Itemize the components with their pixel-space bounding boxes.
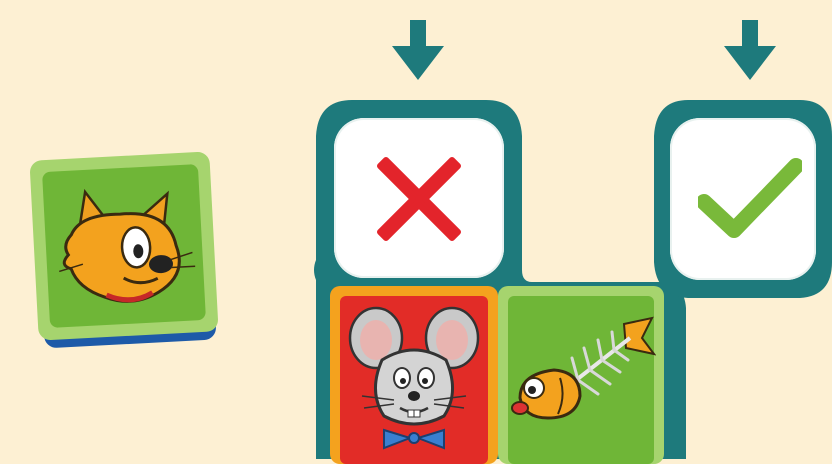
cross-icon: [376, 156, 462, 242]
fish-card[interactable]: [498, 286, 664, 464]
cat-face-icon: [49, 178, 200, 315]
down-arrow-icon: [388, 20, 448, 82]
mouse-card[interactable]: [330, 286, 498, 464]
accept-drop-slot[interactable]: [670, 118, 816, 280]
cat-card[interactable]: [29, 151, 218, 340]
reject-drop-slot[interactable]: [334, 118, 504, 278]
down-arrow-icon: [720, 20, 780, 82]
fish-skeleton-icon: [506, 314, 656, 434]
mouse-face-icon: [344, 304, 484, 454]
checkmark-icon: [698, 158, 802, 238]
